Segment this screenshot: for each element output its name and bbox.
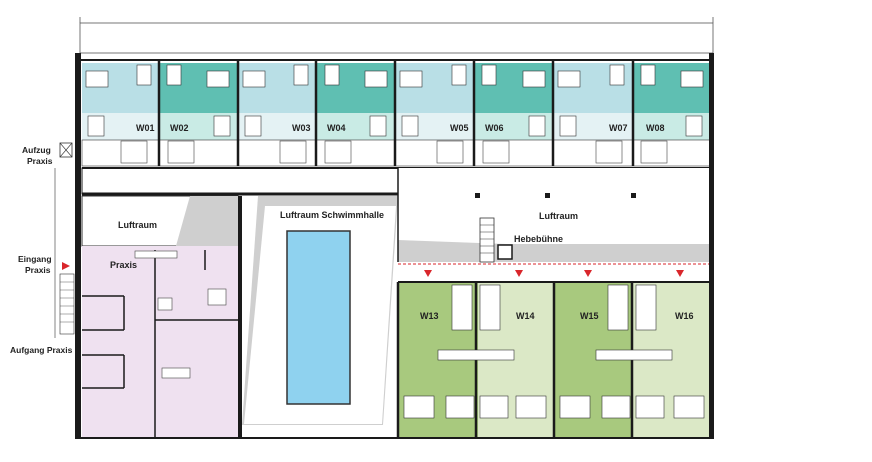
- praxis-furniture: [134, 250, 227, 379]
- eingang-label-2: Praxis: [25, 265, 51, 275]
- pool-hall-label: Luftraum Schwimmhalle: [280, 210, 384, 220]
- entrance-stair: [59, 273, 75, 335]
- columns-right: [475, 193, 636, 198]
- unit-label-w06: W06: [485, 123, 504, 133]
- aufzug-label-1: Aufzug: [22, 145, 51, 155]
- unit-label-w13: W13: [420, 311, 439, 321]
- eingang-praxis-annotation: Eingang Praxis: [18, 254, 75, 335]
- entrance-arrow-icon: [62, 262, 70, 270]
- unit-dividers: [157, 60, 635, 166]
- unit-label-w01: W01: [136, 123, 155, 133]
- unit-label-w05: W05: [450, 123, 469, 133]
- eingang-label-1: Eingang: [18, 254, 52, 264]
- stairs-top: [120, 140, 668, 164]
- hebebuehne-label: Hebebühne: [514, 234, 563, 244]
- unit-label-w14: W14: [516, 311, 535, 321]
- unit-label-w07: W07: [609, 123, 628, 133]
- unit-label-w16: W16: [675, 311, 694, 321]
- praxis-area: [82, 246, 238, 437]
- hebebuehne-platform: [497, 244, 513, 260]
- red-markers: [424, 270, 684, 277]
- hebebuehne-treads: [480, 224, 494, 254]
- praxis-top-strip: [238, 196, 242, 437]
- outer-wall-right: [709, 53, 714, 439]
- pool-water: [286, 230, 351, 405]
- aufzug-praxis-annotation: Aufzug Praxis: [22, 142, 73, 166]
- luftraum-left-label: Luftraum: [118, 220, 157, 230]
- praxis-label: Praxis: [110, 260, 137, 270]
- unit-label-w04: W04: [327, 123, 346, 133]
- unit-label-w15: W15: [580, 311, 599, 321]
- beds-top: [85, 64, 704, 88]
- bottom-beds: [403, 395, 705, 419]
- roof-outline: [79, 22, 714, 54]
- bottom-kitchens: [437, 349, 673, 361]
- bathrooms-top: [87, 115, 703, 137]
- aufzug-label-2: Praxis: [27, 156, 53, 166]
- bottom-units-band: W13 W14 W15 W16: [396, 281, 709, 437]
- top-units-band: W01 W02 W03 W04 W05 W06 W07 W08: [80, 59, 713, 167]
- unit-label-w02: W02: [170, 123, 189, 133]
- hebebuehne-stair: [479, 217, 495, 263]
- bottom-bathrooms: [451, 284, 657, 331]
- praxis-walls: [82, 250, 238, 437]
- outer-wall-left: [75, 53, 81, 439]
- luftraum-left-wedge: [176, 196, 238, 246]
- luftraum-right-label: Luftraum: [539, 211, 578, 221]
- luftraum-right-wedge: [398, 240, 709, 262]
- unit-label-w03: W03: [292, 123, 311, 133]
- aufgang-praxis-label: Aufgang Praxis: [10, 345, 73, 355]
- unit-label-w08: W08: [646, 123, 665, 133]
